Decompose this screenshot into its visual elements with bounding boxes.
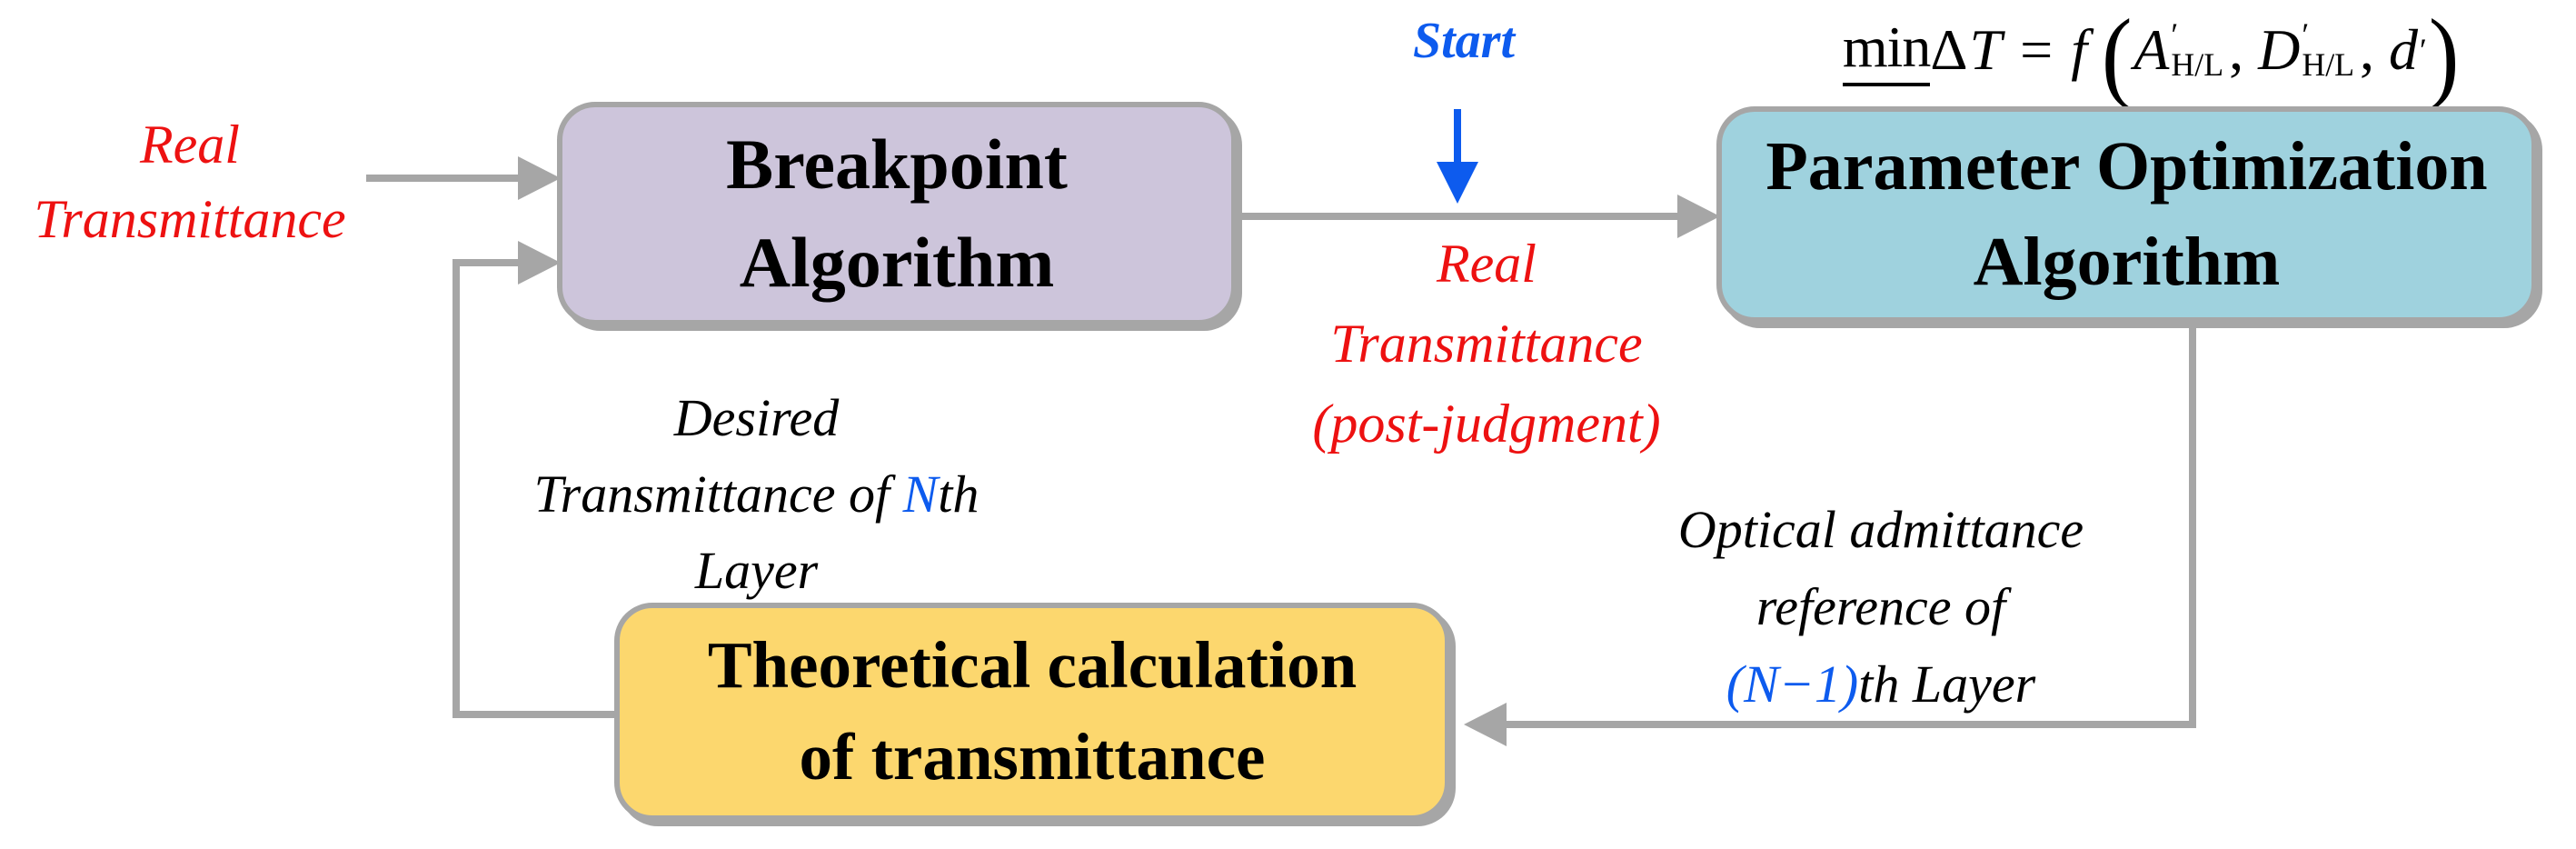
formula-comma: , bbox=[2360, 17, 2375, 82]
connector-parameter-down bbox=[2189, 323, 2196, 728]
arrowhead-into-theoretical bbox=[1464, 703, 1507, 746]
formula-arg-A: A bbox=[2133, 17, 2170, 82]
formula-function-f: f bbox=[2071, 17, 2087, 82]
desired-transmittance-label: Desired Transmittance of Nth Layer bbox=[533, 388, 980, 600]
start-arrowhead-down bbox=[1437, 162, 1478, 204]
feedback-line-bottom bbox=[453, 711, 616, 718]
formula-equals: = bbox=[2020, 17, 2054, 82]
real-transmittance-post-judgment-label: Real Transmittance (post-judgment) bbox=[1312, 234, 1661, 454]
connector-input-line bbox=[366, 175, 520, 182]
breakpoint-algorithm-box: Breakpoint Algorithm bbox=[557, 102, 1237, 325]
start-label: Start bbox=[1412, 13, 1516, 69]
formula-delta: Δ bbox=[1930, 17, 1968, 82]
theoretical-calculation-box: Theoretical calculation of transmittance bbox=[614, 603, 1450, 821]
connector-breakpoint-to-parameter bbox=[1239, 213, 1679, 220]
formula-arg-D-scripts: ′H/L bbox=[2302, 15, 2355, 83]
nth-term: N bbox=[902, 464, 939, 524]
real-transmittance-input-label: Real Transmittance bbox=[34, 115, 346, 249]
connector-to-theoretical bbox=[1505, 721, 2196, 728]
formula-min-operator: min bbox=[1842, 14, 1931, 86]
formula-T: T bbox=[1969, 17, 2003, 82]
start-arrow-shaft bbox=[1454, 109, 1461, 164]
formula-comma: , bbox=[2229, 17, 2244, 82]
feedback-line-top bbox=[453, 259, 520, 266]
formula-arg-A-scripts: ′H/L bbox=[2171, 15, 2224, 83]
arrowhead-feedback-into-breakpoint bbox=[518, 241, 561, 285]
formula-arg-D: D bbox=[2258, 17, 2301, 82]
arrowhead-input bbox=[518, 156, 561, 200]
optical-admittance-label: Optical admittance reference of (N−1)th … bbox=[1677, 500, 2084, 714]
n-minus-1-term: (N−1) bbox=[1726, 654, 1859, 714]
formula-arg-d: d bbox=[2389, 17, 2419, 82]
arrowhead-into-parameter bbox=[1677, 195, 1720, 238]
formula-arg-d-prime: ′ bbox=[2420, 32, 2427, 68]
feedback-line-vertical bbox=[453, 259, 460, 718]
parameter-optimization-algorithm-box: Parameter Optimization Algorithm bbox=[1716, 106, 2537, 323]
